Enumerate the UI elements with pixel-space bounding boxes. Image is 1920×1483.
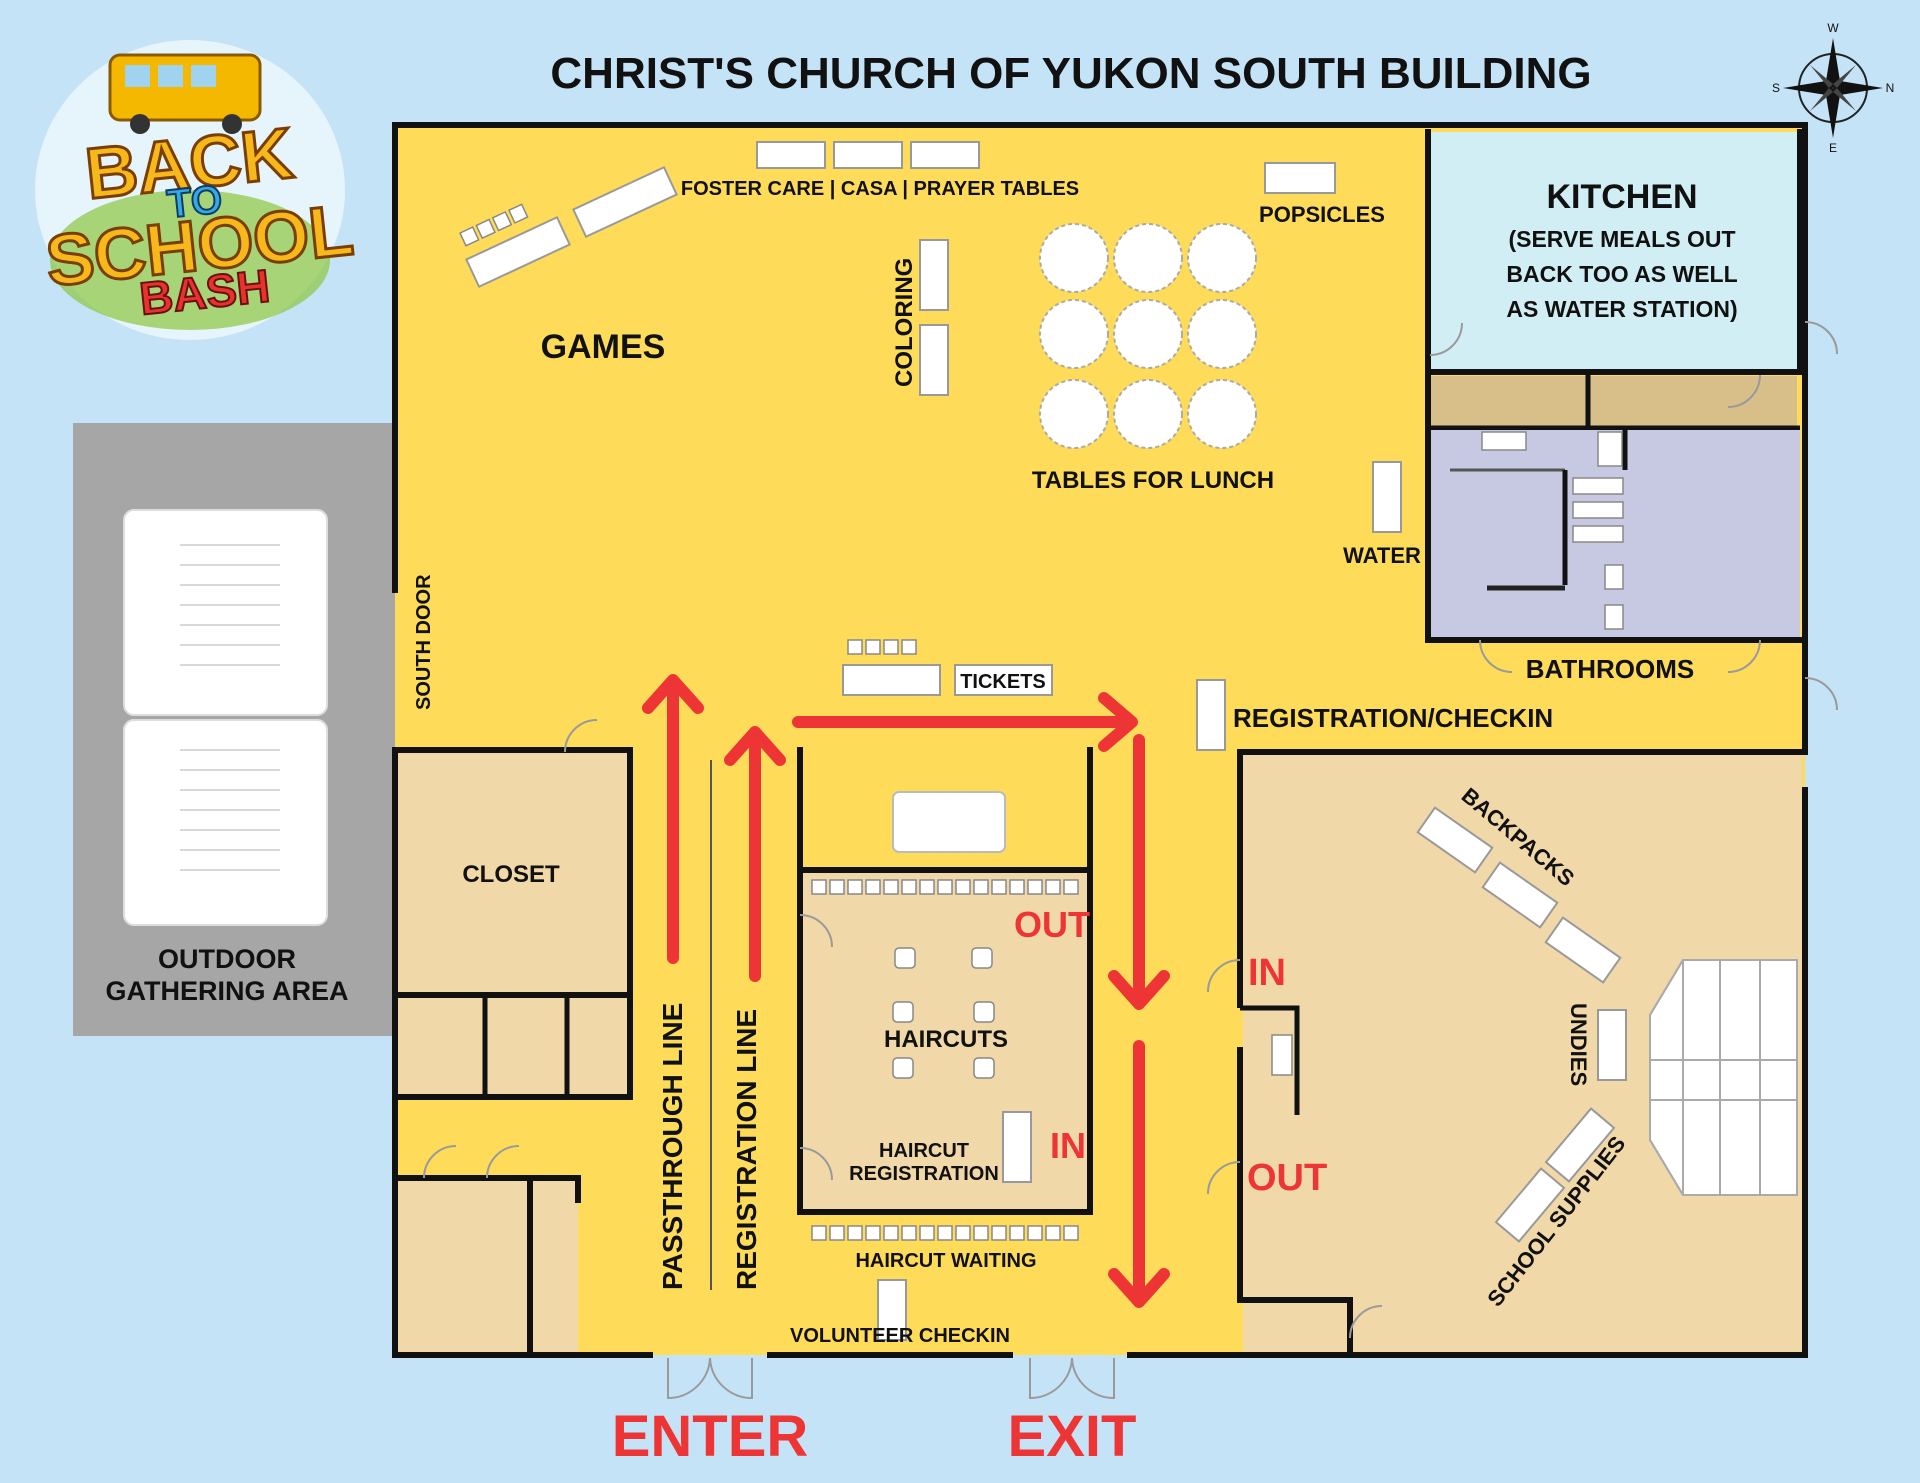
distribution-out-label: OUT: [1247, 1157, 1327, 1199]
svg-text:POPSICLES: POPSICLES: [1259, 202, 1385, 227]
traffic-flow-arrows: [642, 674, 1170, 1308]
svg-text:(SERVE MEALS OUT: (SERVE MEALS OUT: [1508, 226, 1735, 252]
back-to-school-bash-logo: BACK TO SCHOOL BASH: [35, 40, 358, 340]
svg-text:E: E: [1829, 141, 1837, 155]
svg-text:GATHERING AREA: GATHERING AREA: [106, 976, 349, 1006]
svg-text:KITCHEN: KITCHEN: [1546, 178, 1697, 216]
svg-text:HAIRCUT WAITING: HAIRCUT WAITING: [855, 1250, 1036, 1272]
svg-text:UNDIES: UNDIES: [1566, 1003, 1591, 1086]
svg-text:HAIRCUT: HAIRCUT: [879, 1140, 969, 1162]
svg-text:W: W: [1827, 21, 1839, 35]
tickets-table: TICKETS: [842, 639, 1053, 696]
map-title: CHRIST'S CHURCH OF YUKON SOUTH BUILDING: [550, 49, 1591, 98]
svg-text:HAIRCUTS: HAIRCUTS: [884, 1026, 1008, 1053]
svg-text:TABLES FOR LUNCH: TABLES FOR LUNCH: [1032, 467, 1274, 494]
svg-text:REGISTRATION/CHECKIN: REGISTRATION/CHECKIN: [1233, 703, 1553, 733]
svg-text:WATER: WATER: [1343, 543, 1421, 568]
haircut-chairs: [892, 947, 995, 1079]
popsicles-station: POPSICLES: [1259, 162, 1385, 227]
door-swings: [423, 322, 1838, 1400]
svg-text:CLOSET: CLOSET: [462, 861, 560, 888]
svg-text:VOLUNTEER CHECKIN: VOLUNTEER CHECKIN: [790, 1325, 1010, 1347]
haircut-in-label: IN: [1050, 1125, 1086, 1166]
haircut-waiting-chairs: [811, 1225, 1079, 1241]
water-station: [1372, 461, 1402, 533]
svg-text:COLORING: COLORING: [891, 258, 918, 387]
tent-canopy: [1649, 959, 1798, 1196]
distribution-in-label: IN: [1248, 952, 1286, 994]
svg-text:PASSTHROUGH LINE: PASSTHROUGH LINE: [657, 1003, 688, 1290]
kitchen-room: KITCHEN (SERVE MEALS OUT BACK TOO AS WEL…: [1425, 129, 1803, 375]
svg-text:SOUTH DOOR: SOUTH DOOR: [413, 574, 435, 710]
exterior-walls: [392, 122, 1808, 1358]
svg-text:REGISTRATION LINE: REGISTRATION LINE: [731, 1009, 762, 1290]
haircut-room: HAIRCUTS HAIRCUT REGISTRATION: [797, 747, 1093, 1215]
lunch-tables: [1039, 223, 1257, 449]
svg-text:AS WATER STATION): AS WATER STATION): [1506, 296, 1737, 322]
sink-icon: [1271, 1034, 1293, 1076]
foster-care-tables: FOSTER CARE | CASA | PRAYER TABLES: [681, 141, 1079, 200]
bathrooms-room: BATHROOMS: [1425, 371, 1803, 684]
registration-table: [1196, 679, 1226, 751]
tent-canopy: [123, 719, 328, 926]
svg-text:FOSTER CARE | CASA | PRAYER TA: FOSTER CARE | CASA | PRAYER TABLES: [681, 178, 1079, 200]
svg-text:TICKETS: TICKETS: [960, 671, 1046, 693]
svg-text:OUTDOOR: OUTDOOR: [158, 944, 296, 974]
games-tables: GAMES: [459, 165, 678, 366]
svg-text:S: S: [1772, 81, 1780, 95]
svg-text:GAMES: GAMES: [541, 328, 666, 366]
tent-canopy: [123, 509, 328, 716]
svg-text:REGISTRATION: REGISTRATION: [849, 1163, 999, 1185]
outdoor-gathering-area: OUTDOOR GATHERING AREA: [73, 423, 395, 1036]
pool-table: [892, 791, 1006, 853]
kitchen-storage: [1428, 374, 1800, 431]
coloring-station: COLORING: [891, 239, 949, 396]
svg-text:N: N: [1886, 81, 1895, 95]
closet-rooms: CLOSET: [392, 747, 633, 1358]
svg-text:BATHROOMS: BATHROOMS: [1526, 654, 1695, 684]
compass-rose-icon: W N E S: [1772, 21, 1894, 155]
exit-label: EXIT: [1008, 1404, 1137, 1469]
enter-label: ENTER: [612, 1404, 809, 1469]
svg-text:TO: TO: [165, 177, 224, 226]
school-bus-icon: [108, 53, 262, 122]
volunteer-table: [877, 1279, 907, 1341]
distribution-room: BACKPACKS UNDIES SCHOOL SUPPLIES: [1237, 749, 1808, 1358]
svg-text:BACK TOO AS WELL: BACK TOO AS WELL: [1506, 261, 1737, 287]
haircut-out-label: OUT: [1014, 904, 1090, 945]
